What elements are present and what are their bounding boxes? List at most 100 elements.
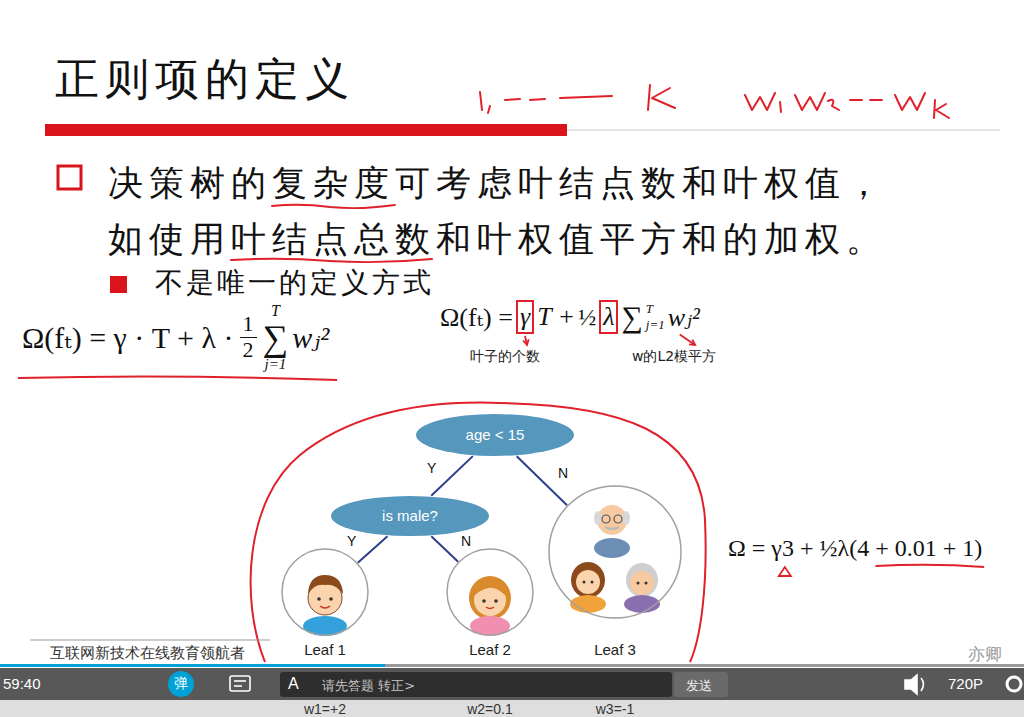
player-bar: [0, 668, 1024, 700]
text-slot: 59:40: [3, 675, 41, 692]
text-slot: Ω(fₜ) = γ · T + λ ·12T∑j=1wⱼ²: [22, 302, 329, 372]
hand-underline: [875, 565, 984, 567]
input-placeholder: 请先答题 转正>: [322, 677, 415, 695]
annotation-arrow: [680, 335, 695, 346]
fraction-numerator: 1: [240, 312, 257, 337]
sum-upper-limit: T: [646, 301, 653, 317]
text-slot: 决策树的复杂度可考虑叶结点数和叶权值，如使用叶结点总数和叶权值平方和的加权。: [108, 155, 898, 267]
text-slot: N: [459, 533, 473, 549]
formula-text: Ω(fₜ) = γ · T + λ ·: [22, 320, 234, 355]
text-slot: 正则项的定义: [55, 50, 355, 109]
leaf-ground: [281, 548, 369, 636]
ellipse-shape: [331, 496, 489, 536]
leaf-label: Leaf 1: [241, 641, 409, 658]
text-slot: 叶子的个数: [470, 348, 540, 366]
leaf-label: Leaf 3: [508, 641, 722, 658]
family-picture: [570, 505, 660, 613]
sum-lower-limit: j=1: [646, 317, 665, 333]
sub-bullet-text: 不是唯一的定义方式: [155, 266, 434, 300]
text-slot: w的L2模平方: [632, 348, 716, 366]
text-slot: Y: [345, 533, 358, 549]
send-button: [674, 672, 728, 697]
edge-label: Y: [425, 460, 438, 476]
node-text: is male?: [382, 507, 438, 525]
text-slot: Leaf 1: [241, 641, 409, 658]
text-slot: 互联网新技术在线教育领航者: [50, 644, 245, 663]
node-outline: [548, 485, 682, 619]
text-slot: 发送: [686, 677, 712, 695]
leaf-ground: [548, 485, 682, 619]
circle-shape: [282, 549, 368, 635]
font-button: A: [288, 675, 299, 693]
annotation-text: 叶子的个数: [470, 348, 540, 366]
tree-connector: [358, 536, 388, 563]
text-slot: 720P: [948, 675, 983, 692]
danmaku-label: 弹: [174, 675, 188, 693]
text-slot: w2=0.1: [406, 701, 574, 717]
progress-fill: [0, 664, 385, 667]
node-text: age < 15: [466, 426, 525, 444]
hand-mark: [779, 567, 791, 576]
title-rule: [567, 130, 1000, 131]
slide-title: 正则项的定义: [55, 50, 355, 109]
hand-loop: [251, 403, 706, 662]
text-slot: w1=+2: [241, 701, 409, 717]
leaf-weight: w1=+2: [241, 701, 409, 717]
handwriting: [480, 85, 949, 118]
text-slot: N: [556, 465, 570, 481]
footer-text: 互联网新技术在线教育领航者: [50, 644, 245, 663]
formula-term: wⱼ²: [668, 302, 700, 333]
decision-ellipse: is male?: [330, 495, 490, 537]
text-slot: 亦卿: [968, 643, 1002, 666]
text-slot: Leaf 3: [508, 641, 722, 658]
annotation-text: w的L2模平方: [632, 348, 716, 366]
annotation-arrowhead: [689, 340, 695, 345]
example-formula: Ω = γ3 + ½λ(4 + 0.01 + 1): [728, 535, 982, 562]
edge-label: Y: [345, 533, 358, 549]
text-slot: 请先答题 转正>: [322, 677, 415, 695]
text-slot: Ω(fₜ) =γT +½λ∑Tj=1wⱼ²: [440, 300, 700, 334]
progress-track: [0, 664, 1024, 667]
tree-connector: [431, 536, 458, 561]
sum-upper-limit: T: [271, 302, 280, 320]
leaf-weight: w2=0.1: [406, 701, 574, 717]
sub-bullet-square: [110, 276, 127, 293]
leaf-circle: Leaf 1w1=+2: [281, 548, 369, 636]
text-slot: Ω = γ3 + ½λ(4 + 0.01 + 1): [728, 535, 982, 562]
text-slot: A: [288, 675, 299, 693]
player-strip: [0, 700, 1024, 717]
fraction-denominator: 2: [243, 338, 254, 362]
danmaku-toggle: [168, 671, 194, 697]
sum-limits: Tj=1: [646, 301, 665, 332]
time-display: 59:40: [3, 675, 41, 692]
formula-text: Ω(fₜ) =: [440, 302, 513, 333]
annotation-arrowhead: [523, 339, 529, 345]
formula-text: T +: [537, 302, 575, 332]
sum-sign: ∑: [263, 320, 289, 356]
leaf-circle: Leaf 3w3=-1: [548, 485, 682, 619]
sum-lower-limit: j=1: [265, 356, 287, 373]
send-label: 发送: [686, 677, 712, 695]
boy-picture: [303, 575, 347, 636]
text-slot: Y: [425, 460, 438, 476]
hand-underline: [18, 376, 337, 380]
formula-symbol: γ: [516, 300, 534, 334]
formula-term: wⱼ²: [292, 320, 329, 355]
decision-ellipse: age < 15: [415, 413, 575, 457]
edge-label: N: [459, 533, 473, 549]
circle-shape: [549, 486, 681, 618]
sum-block: T∑j=1: [263, 302, 289, 372]
gear-icon: [1007, 677, 1021, 691]
title-bar: [45, 124, 567, 136]
node-outline: [281, 548, 369, 636]
edge-label: N: [556, 465, 570, 481]
text-slot: w3=-1: [508, 701, 722, 717]
leaf-ground: [446, 548, 534, 636]
sum-sign: ∑: [621, 300, 642, 334]
bullet-text: 决策树的复杂度可考虑叶结点数和叶权值，如使用叶结点总数和叶权值平方和的加权。: [108, 155, 898, 267]
bullet-square: [58, 166, 81, 189]
text-slot: Leaf 2: [406, 641, 574, 658]
formula-fraction: ½: [578, 304, 596, 331]
watermark: 亦卿: [968, 643, 1002, 666]
